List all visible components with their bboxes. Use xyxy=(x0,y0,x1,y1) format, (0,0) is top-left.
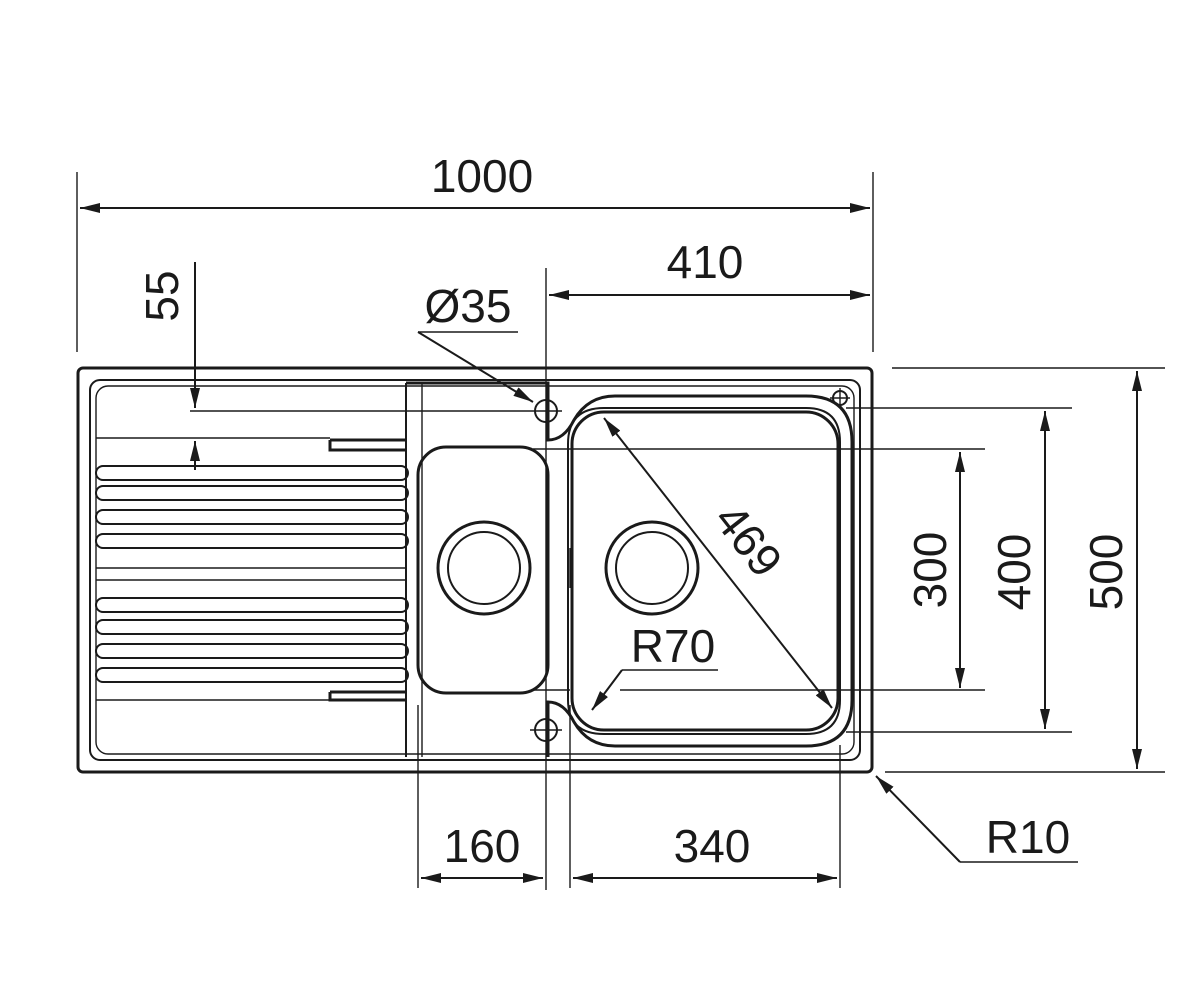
dim-large-bowl-width-label: 340 xyxy=(674,820,751,872)
dim-small-bowl-width: 160 xyxy=(421,820,543,883)
sink-outline xyxy=(76,366,874,774)
drainer-board xyxy=(95,438,409,702)
dim-bowl-outer-depth: 400 xyxy=(988,411,1050,729)
dim-bowl-depth: 300 xyxy=(904,452,965,688)
dim-overall-depth: 500 xyxy=(1080,371,1142,769)
large-bowl-drain xyxy=(604,520,700,616)
dim-tap-hole-label: Ø35 xyxy=(425,280,512,332)
dim-overall-width: 1000 xyxy=(80,150,870,213)
dim-large-bowl-width: 340 xyxy=(573,820,837,883)
fixing-hole xyxy=(830,388,850,408)
dim-small-bowl-width-label: 160 xyxy=(444,820,521,872)
dim-inner-radius: R70 xyxy=(591,620,718,711)
sink-body xyxy=(76,366,874,774)
sink-inner-rim-2 xyxy=(95,385,855,755)
dim-overall-width-label: 1000 xyxy=(431,150,533,202)
dim-inner-radius-label: R70 xyxy=(631,620,715,672)
large-bowl xyxy=(406,381,854,757)
dim-corner-radius: R10 xyxy=(875,775,1078,863)
dim-bowl-depth-label: 300 xyxy=(904,532,956,609)
dim-margin-top: 55 xyxy=(136,262,200,470)
dim-diagonal-label: 469 xyxy=(704,494,792,586)
dim-margin-top-label: 55 xyxy=(136,270,188,321)
small-bowl-drain xyxy=(436,520,532,616)
dim-tap-hole: Ø35 xyxy=(417,280,534,403)
dim-corner-radius-label: R10 xyxy=(986,811,1070,863)
dim-bowl-offset-label: 410 xyxy=(667,236,744,288)
dim-overall-depth-label: 500 xyxy=(1080,534,1132,611)
drainer-ribs xyxy=(95,465,409,683)
small-bowl xyxy=(416,445,550,695)
extension-lines xyxy=(76,172,1165,890)
sink-inner-rim xyxy=(89,379,861,761)
dim-bowl-outer-depth-label: 400 xyxy=(988,534,1040,611)
dim-bowl-offset: 410 xyxy=(549,236,870,300)
